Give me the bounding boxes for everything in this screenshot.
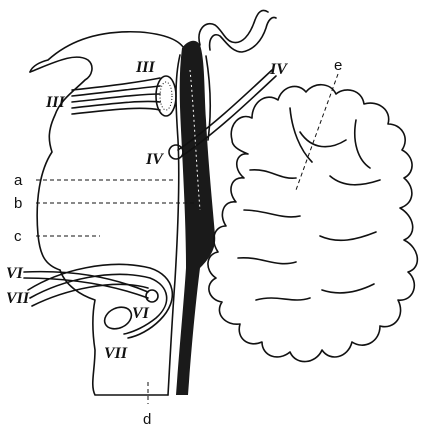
label-e: e bbox=[334, 57, 342, 74]
label-nerve-VII-left: VII bbox=[6, 290, 30, 307]
nerve-VI-stump bbox=[146, 290, 158, 302]
label-nerve-III-left: III bbox=[45, 94, 65, 111]
label-nerve-III-root: III bbox=[135, 59, 155, 76]
cerebellum bbox=[208, 85, 417, 362]
label-c: c bbox=[14, 228, 22, 245]
label-nerve-VI-left: VI bbox=[6, 265, 24, 282]
label-d: d bbox=[143, 411, 151, 428]
nerve-III-bundle bbox=[72, 76, 176, 116]
label-nerve-IV-root: IV bbox=[145, 151, 164, 168]
label-nerve-IV-right: IV bbox=[269, 61, 288, 78]
leader-e bbox=[296, 74, 338, 190]
label-nerve-VI-root: VI bbox=[132, 305, 150, 322]
label-a: a bbox=[14, 172, 23, 189]
upper-tube bbox=[199, 10, 268, 45]
upper-tube-inner bbox=[210, 17, 276, 52]
label-nerve-VII-root: VII bbox=[104, 345, 128, 362]
nerve-IV-stump bbox=[169, 145, 183, 159]
label-b: b bbox=[14, 195, 22, 212]
midbrain-cap bbox=[30, 32, 185, 72]
nerve-VII-stump bbox=[101, 303, 135, 333]
